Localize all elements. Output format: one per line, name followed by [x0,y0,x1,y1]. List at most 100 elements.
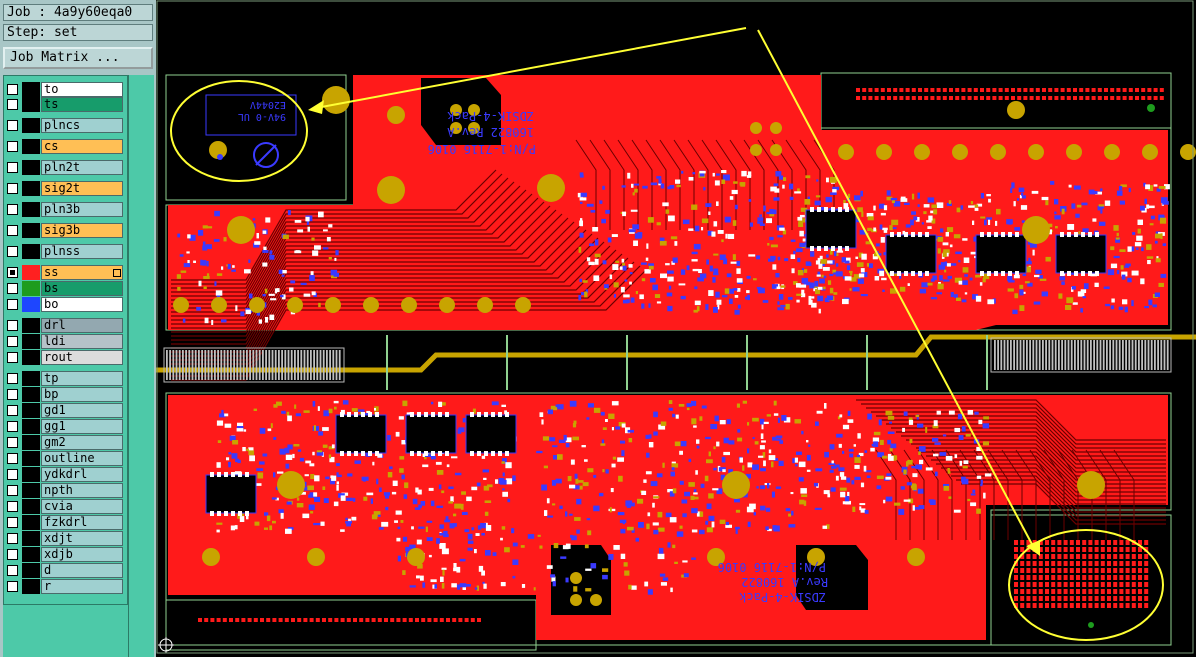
layer-color-swatch[interactable] [22,181,40,196]
layer-checkbox[interactable] [7,336,18,347]
layer-name[interactable]: ss [41,265,123,280]
layer-row-sig3b[interactable]: sig3b [4,223,124,238]
expand-box-icon[interactable] [113,269,121,277]
layer-name[interactable]: to [41,82,123,97]
layer-checkbox[interactable] [7,437,18,448]
layer-row-gm2[interactable]: gm2 [4,435,124,450]
layer-checkbox[interactable] [7,283,18,294]
layer-row-cvia[interactable]: cvia [4,499,124,514]
layer-row-drl[interactable]: drl [4,318,124,333]
layer-name[interactable]: bo [41,297,123,312]
layer-color-swatch[interactable] [22,531,40,546]
layer-name[interactable]: plncs [41,118,123,133]
layer-name[interactable]: gg1 [41,419,123,434]
layer-row-d[interactable]: d [4,563,124,578]
layer-row-sig2t[interactable]: sig2t [4,181,124,196]
layer-row-xdjb[interactable]: xdjb [4,547,124,562]
layer-name[interactable]: bs [41,281,123,296]
layer-color-swatch[interactable] [22,387,40,402]
layer-name[interactable]: xdjt [41,531,123,546]
layer-row-gg1[interactable]: gg1 [4,419,124,434]
layer-name[interactable]: drl [41,318,123,333]
layer-checkbox[interactable] [7,469,18,480]
layer-row-ydkdrl[interactable]: ydkdrl [4,467,124,482]
layer-checkbox[interactable] [7,352,18,363]
layer-row-pln2t[interactable]: pln2t [4,160,124,175]
layer-row-pln3b[interactable]: pln3b [4,202,124,217]
layer-checkbox[interactable] [7,204,18,215]
layer-checkbox[interactable] [7,581,18,592]
layer-color-swatch[interactable] [22,265,40,280]
layer-row-bs[interactable]: bs [4,281,124,296]
layer-checkbox[interactable] [7,99,18,110]
layer-name[interactable]: xdjb [41,547,123,562]
layer-color-swatch[interactable] [22,139,40,154]
layer-checkbox[interactable] [7,485,18,496]
layer-color-swatch[interactable] [22,483,40,498]
layer-checkbox[interactable] [7,120,18,131]
layer-row-tp[interactable]: tp [4,371,124,386]
layer-name[interactable]: ldi [41,334,123,349]
layer-checkbox[interactable] [7,373,18,384]
layer-color-swatch[interactable] [22,160,40,175]
layer-checkbox[interactable] [7,405,18,416]
layer-color-swatch[interactable] [22,82,40,97]
layer-color-swatch[interactable] [22,371,40,386]
layer-color-swatch[interactable] [22,579,40,594]
layer-name[interactable]: gd1 [41,403,123,418]
layer-color-swatch[interactable] [22,350,40,365]
layer-row-npth[interactable]: npth [4,483,124,498]
layer-row-bp[interactable]: bp [4,387,124,402]
layer-name[interactable]: tp [41,371,123,386]
layer-name[interactable]: ydkdrl [41,467,123,482]
layer-row-rout[interactable]: rout [4,350,124,365]
layer-color-swatch[interactable] [22,547,40,562]
layer-color-swatch[interactable] [22,97,40,112]
layer-color-swatch[interactable] [22,467,40,482]
layer-checkbox[interactable] [7,389,18,400]
layer-row-ldi[interactable]: ldi [4,334,124,349]
layer-color-swatch[interactable] [22,435,40,450]
layer-name[interactable]: sig3b [41,223,123,238]
layer-color-swatch[interactable] [22,281,40,296]
layer-checkbox[interactable] [7,246,18,257]
layer-checkbox[interactable] [7,162,18,173]
layer-checkbox[interactable] [7,565,18,576]
layer-checkbox[interactable] [7,501,18,512]
layer-name[interactable]: npth [41,483,123,498]
layer-name[interactable]: ts [41,97,123,112]
layer-color-swatch[interactable] [22,451,40,466]
layer-row-r[interactable]: r [4,579,124,594]
layer-name[interactable]: cs [41,139,123,154]
job-matrix-button[interactable]: Job Matrix ... [3,47,153,69]
layer-color-swatch[interactable] [22,244,40,259]
layer-name[interactable]: plnss [41,244,123,259]
layer-checkbox[interactable] [7,299,18,310]
layer-color-swatch[interactable] [22,318,40,333]
layer-checkbox[interactable] [7,225,18,236]
layer-checkbox[interactable] [7,84,18,95]
layer-color-swatch[interactable] [22,118,40,133]
layer-row-to[interactable]: to [4,82,124,97]
layer-checkbox[interactable] [7,183,18,194]
layer-color-swatch[interactable] [22,515,40,530]
layer-row-plncs[interactable]: plncs [4,118,124,133]
layer-name[interactable]: sig2t [41,181,123,196]
layer-checkbox[interactable] [7,421,18,432]
layer-name[interactable]: outline [41,451,123,466]
layer-name[interactable]: pln3b [41,202,123,217]
layer-row-ts[interactable]: ts [4,97,124,112]
layer-color-swatch[interactable] [22,223,40,238]
layer-row-fzkdrl[interactable]: fzkdrl [4,515,124,530]
layer-checkbox[interactable] [7,141,18,152]
layer-list-scrollbar[interactable] [128,75,154,657]
layer-checkbox[interactable] [7,453,18,464]
layer-checkbox[interactable] [7,517,18,528]
layer-name[interactable]: r [41,579,123,594]
layer-name[interactable]: bp [41,387,123,402]
layer-name[interactable]: d [41,563,123,578]
layer-checkbox[interactable] [7,320,18,331]
layer-row-bo[interactable]: bo [4,297,124,312]
layer-color-swatch[interactable] [22,297,40,312]
